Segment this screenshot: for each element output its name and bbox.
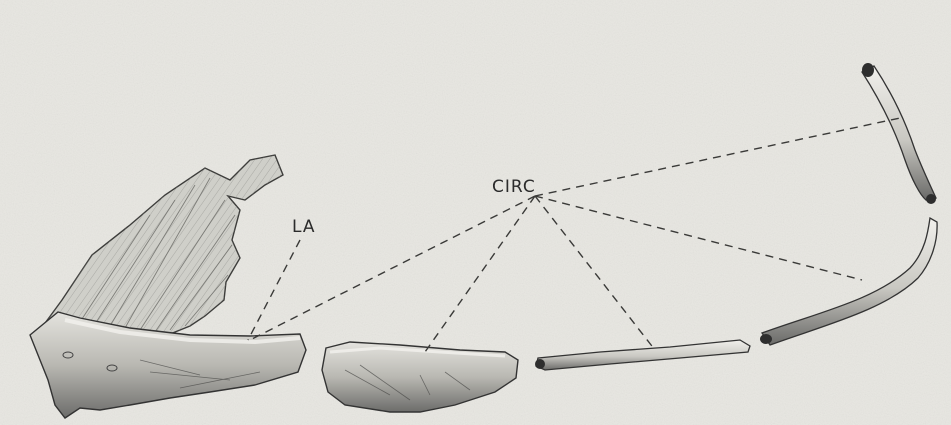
label-circ: CIRC xyxy=(492,177,536,197)
label-la: LA xyxy=(292,217,316,237)
